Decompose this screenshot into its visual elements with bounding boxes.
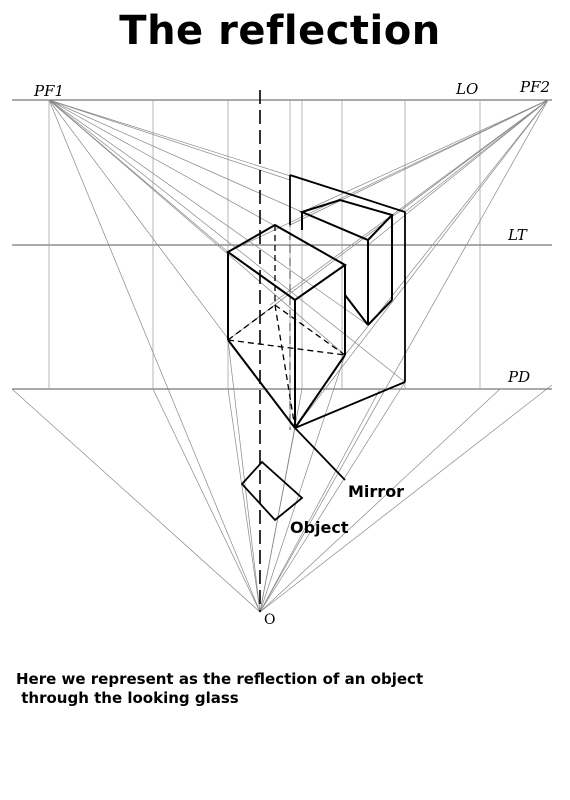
label-lo: LO — [455, 80, 478, 98]
label-pd: PD — [507, 368, 530, 386]
reference-lines — [12, 99, 552, 390]
mirror-plane — [289, 174, 406, 481]
hidden-edges — [227, 225, 346, 429]
label-lt: LT — [507, 226, 528, 244]
caption: Here we represent as the reflection of a… — [16, 670, 556, 708]
label-pf2: PF2 — [519, 78, 550, 96]
mirror-pointer — [294, 427, 346, 481]
perspective-diagram: PF1 PF2 LO LT PD O Mirror Object — [11, 78, 553, 628]
vertical-guides — [48, 100, 481, 430]
label-pf1: PF1 — [33, 82, 64, 100]
label-o: O — [264, 612, 275, 628]
object-square — [240, 460, 304, 522]
caption-line-1: Here we represent as the reflection of a… — [16, 670, 424, 688]
cube-front — [226, 223, 347, 429]
construction-rays — [11, 99, 553, 613]
label-object: Object — [290, 518, 349, 537]
caption-line-2: through the looking glass — [16, 689, 239, 707]
reflected-cube-top — [299, 198, 394, 326]
page-title: The reflection — [119, 8, 441, 54]
label-mirror: Mirror — [348, 482, 404, 501]
